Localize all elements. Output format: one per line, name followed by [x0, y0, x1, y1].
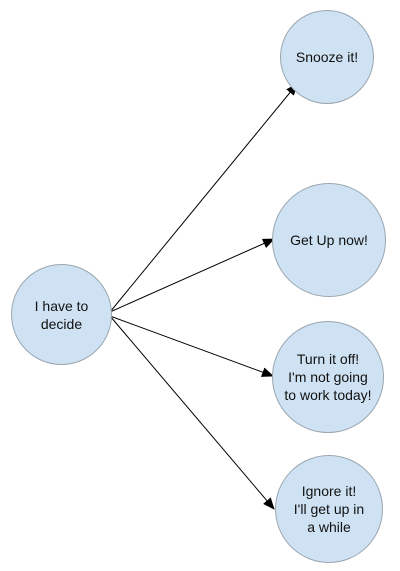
arrow-to-snooze [109, 83, 298, 313]
source-node: I have to decide [11, 264, 112, 365]
option-node-label: Get Up now! [290, 232, 368, 248]
arrow-to-get-up [109, 238, 275, 313]
arrow-to-turn-off [109, 315, 274, 377]
option-node-label: Turn it off! I'm not going to work today… [284, 351, 372, 403]
arrow-to-ignore [109, 315, 275, 510]
option-node-get-up: Get Up now! [272, 183, 386, 297]
source-node-label: I have to decide [34, 297, 89, 332]
option-node-label: Snooze it! [295, 49, 359, 65]
option-node-ignore: Ignore it! I'll get up in a while [275, 455, 383, 563]
option-node-turn-off: Turn it off! I'm not going to work today… [272, 321, 384, 433]
option-node-label: Ignore it! I'll get up in a while [293, 483, 365, 535]
option-node-snooze: Snooze it! [280, 10, 374, 104]
